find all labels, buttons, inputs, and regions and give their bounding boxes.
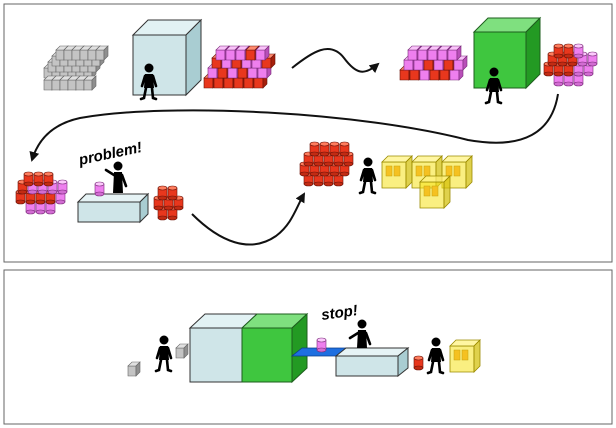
light-blue-machine-bottom <box>188 313 259 383</box>
workbench-top <box>76 192 150 224</box>
worker-icon <box>104 161 128 193</box>
worker-icon <box>348 319 372 348</box>
green-machine-bottom <box>240 312 309 384</box>
pink-part-icon <box>94 181 105 197</box>
stop-label: stop! <box>320 302 359 324</box>
gray-cube-icon <box>175 343 189 359</box>
bottom-panel-frame <box>3 269 613 425</box>
red-part-icon <box>413 355 424 371</box>
workbench-bottom <box>334 346 410 378</box>
gray-cube-icon <box>127 361 141 377</box>
yellow-box-icon <box>449 339 481 373</box>
flow-arrow-icon <box>291 48 380 74</box>
pink-red-cube-stack-2 <box>399 45 468 81</box>
flow-arrow-icon <box>191 192 305 246</box>
pink-part-icon <box>316 337 327 353</box>
flow-arrow-icon <box>29 93 559 162</box>
green-machine-top <box>472 16 542 90</box>
